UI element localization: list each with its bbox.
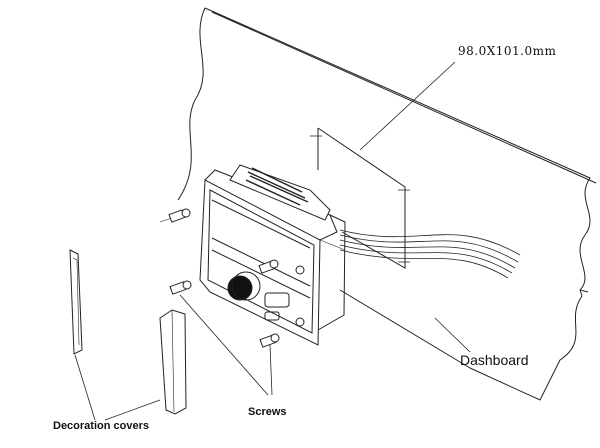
- decoration-covers: [69, 249, 187, 415]
- volume-knob-icon: [227, 275, 253, 301]
- screw-icons: [168, 208, 280, 348]
- panel-cutout: [310, 127, 410, 269]
- screw-icon: [259, 333, 280, 348]
- cutout-dimension-label: 98.0X101.0mm: [458, 44, 557, 58]
- screws-leader: [179, 294, 273, 396]
- screw-icon: [169, 280, 192, 295]
- screw-icon: [258, 259, 279, 274]
- dashboard-panel: [177, 7, 597, 401]
- button-pair-icon: [264, 292, 290, 308]
- screws-label: Screws: [248, 406, 287, 418]
- heatsink-fins-icon: [245, 167, 309, 206]
- ribbon-cable: [339, 229, 521, 279]
- covers-leader: [74, 354, 161, 421]
- dimension-leader: [359, 61, 456, 151]
- dashboard-label: Dashboard: [460, 352, 529, 368]
- usb-port-icon: [264, 311, 280, 321]
- radio-unit: [199, 164, 346, 346]
- decoration-covers-label: Decoration covers: [53, 420, 149, 432]
- left-decoration-cover: [69, 249, 83, 355]
- screw-icon: [168, 208, 191, 223]
- dashboard-leader: [434, 317, 471, 353]
